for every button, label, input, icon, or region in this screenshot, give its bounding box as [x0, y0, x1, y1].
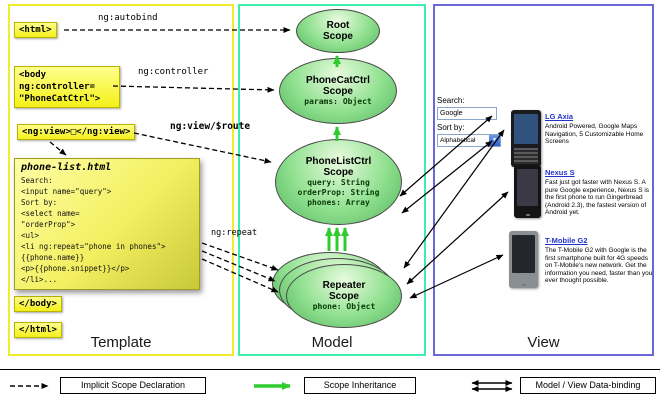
legend-implicit-label: Implicit Scope Declaration [60, 377, 206, 394]
phonecatctrl-prop: params: Object [304, 97, 372, 106]
chevron-down-icon[interactable]: ▼ [489, 135, 500, 146]
ng-repeat-label: ng:repeat [211, 228, 258, 238]
phone-list-template-note: phone-list.html Search: <input name="que… [14, 158, 200, 290]
note-code-line: <li ng:repeat="phone in phones"> [21, 242, 166, 251]
ng-controller-label: ng:controller [138, 67, 209, 77]
root-scope-title2: Scope [322, 31, 353, 42]
phonelistctrl-title2: Scope [323, 167, 354, 178]
phone-home-button [521, 284, 526, 286]
ng-view-tag: <ng:view>□</ng:view> [17, 124, 136, 140]
note-code-line: <select name= [21, 209, 80, 218]
legend-inheritance-label: Scope Inheritance [304, 377, 416, 394]
phone-keypad [514, 148, 538, 164]
phone-screen [517, 169, 538, 207]
body-open-line3: "PhoneCatCtrl"> [19, 94, 101, 104]
note-code-line: <input name="query"> [21, 187, 112, 196]
note-code-line: Search: [21, 176, 53, 185]
sort-by-label: Sort by: [437, 123, 465, 132]
phone-link-tmobile-g2[interactable]: T-Mobile G2 [545, 236, 588, 245]
root-scope-ellipse: Root Scope [296, 9, 380, 53]
root-scope-title: Root [326, 20, 350, 31]
note-title: phone-list.html [21, 162, 112, 173]
note-code-line: </li>... [21, 275, 58, 284]
repeater-scope-ellipse: Repeater Scope phone: Object [286, 264, 402, 328]
phone-image-lg-axia [511, 110, 541, 167]
repeater-prop: phone: Object [312, 302, 376, 311]
phone-image-tmobile-g2 [509, 231, 538, 288]
search-label: Search: [437, 96, 465, 105]
inheritance-arrow-sample [254, 382, 291, 390]
note-code-line: <ul> [21, 231, 40, 240]
note-code-line: Sort by: [21, 198, 58, 207]
legend-databinding-label: Model / View Data-binding [520, 377, 656, 394]
phonecatctrl-title2: Scope [322, 86, 353, 97]
databinding-arrow-sample [471, 380, 513, 392]
sort-select-value: Alphabetical [440, 137, 476, 144]
repeater-title: Repeater [322, 280, 366, 291]
search-input[interactable]: Google [437, 107, 497, 120]
body-open-line1: <body [19, 70, 47, 80]
html-close-tag: </html> [14, 322, 62, 338]
repeater-title2: Scope [328, 291, 359, 302]
phonelistctrl-title: PhoneListCtrl [305, 156, 372, 167]
template-column-label: Template [90, 334, 152, 351]
implicit-arrow-sample [10, 383, 49, 389]
phone-desc-lg-axia: Android Powered, Google Maps Navigation,… [545, 123, 644, 145]
body-open-line2: ng:controller= [19, 82, 95, 92]
note-code-line: <p>{{phone.snippet}}</p> [21, 264, 130, 273]
note-code-line: {{phone.name}} [21, 253, 85, 262]
phonelistctrl-prop-query: query: String [307, 178, 370, 187]
phonelistctrl-prop-phones: phones: Array [307, 198, 370, 207]
phonelistctrl-prop-orderprop: orderProp: String [297, 188, 380, 197]
phone-desc-nexus-s: Fast just got faster with Nexus S. A pur… [545, 179, 650, 216]
phone-image-nexus-s [514, 165, 541, 218]
html-open-tag: <html> [14, 22, 57, 38]
legend-divider [0, 369, 660, 370]
body-open-tag: <body ng:controller= "PhoneCatCtrl"> [14, 66, 120, 108]
phone-screen [512, 235, 535, 273]
ng-view-route-label: ng:view/$route [170, 121, 251, 132]
phone-screen [514, 114, 538, 144]
sort-select[interactable]: Alphabetical ▼ [437, 134, 501, 147]
phone-link-nexus-s[interactable]: Nexus S [545, 168, 575, 177]
view-column-label: View [527, 334, 560, 351]
ng-autobind-label: ng:autobind [98, 13, 158, 23]
phone-desc-tmobile-g2: The T-Mobile G2 with Google is the first… [545, 247, 653, 284]
body-close-tag: </body> [14, 296, 62, 312]
phonecatctrl-scope-ellipse: PhoneCatCtrl Scope params: Object [279, 58, 397, 124]
phonelistctrl-scope-ellipse: PhoneListCtrl Scope query: String orderP… [275, 139, 402, 225]
phone-home-button [525, 214, 530, 216]
phonecatctrl-title: PhoneCatCtrl [306, 75, 370, 86]
model-column-label: Model [311, 334, 353, 351]
note-code-line: "orderProp"> [21, 220, 76, 229]
phone-link-lg-axia[interactable]: LG Axia [545, 112, 574, 121]
